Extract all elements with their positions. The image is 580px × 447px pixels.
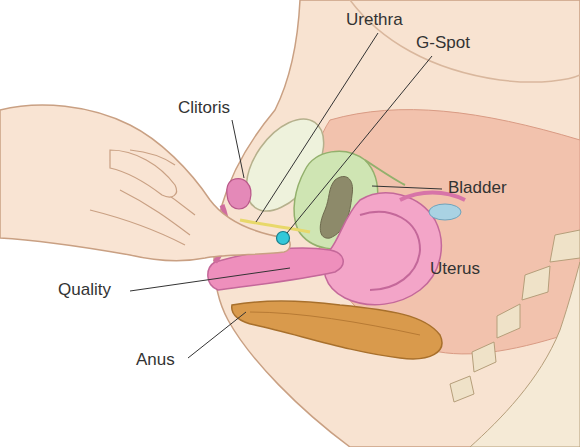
bladder-top — [365, 160, 405, 185]
clitoris — [227, 179, 251, 209]
part-label: Urethra — [346, 10, 403, 30]
uterus-cavity — [360, 212, 420, 290]
finger-lines — [90, 150, 195, 245]
leader-lines — [130, 33, 442, 358]
rectum-inner — [250, 312, 420, 335]
part-label: Uterus — [430, 259, 480, 279]
g-spot-dot — [277, 232, 290, 245]
thumb — [110, 150, 177, 197]
part-label: Bladder — [448, 178, 507, 198]
rectum — [232, 301, 442, 359]
body-skin — [214, 0, 580, 447]
part-label: Clitoris — [178, 98, 230, 118]
part-label: Anus — [136, 350, 175, 370]
hand — [0, 105, 290, 261]
ovary — [429, 204, 461, 220]
part-label: G-Spot — [416, 33, 470, 53]
part-label: Quality — [58, 280, 111, 300]
uterus — [324, 193, 441, 305]
